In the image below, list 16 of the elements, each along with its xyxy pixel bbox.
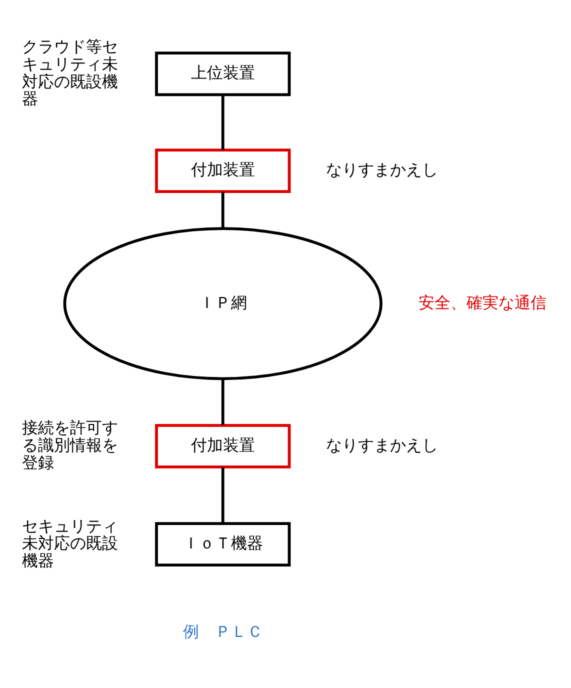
node-label: クラウド等セキュリティ未対応の既設機器 <box>22 37 118 108</box>
connector <box>221 95 224 150</box>
node-label: 接続を許可する識別情報を登録 <box>22 418 118 472</box>
node-label: なりすまかえし <box>326 435 438 454</box>
node-box: ＩｏＴ機器 <box>155 522 291 567</box>
node-box: 上位装置 <box>155 52 291 96</box>
node-label: 例 ＰＬＣ <box>182 622 263 641</box>
node-label: セキュリティ未対応の既設機器 <box>22 516 118 570</box>
connector <box>221 192 224 228</box>
node-label: なりすまかえし <box>326 160 438 180</box>
connector <box>221 379 224 426</box>
node-ellipse: ＩＰ網 <box>63 227 382 380</box>
node-box: 付加装置 <box>155 424 291 468</box>
node-box: 付加装置 <box>155 148 291 194</box>
connector <box>221 467 224 524</box>
label: 安全、確実な通信 <box>418 292 547 312</box>
